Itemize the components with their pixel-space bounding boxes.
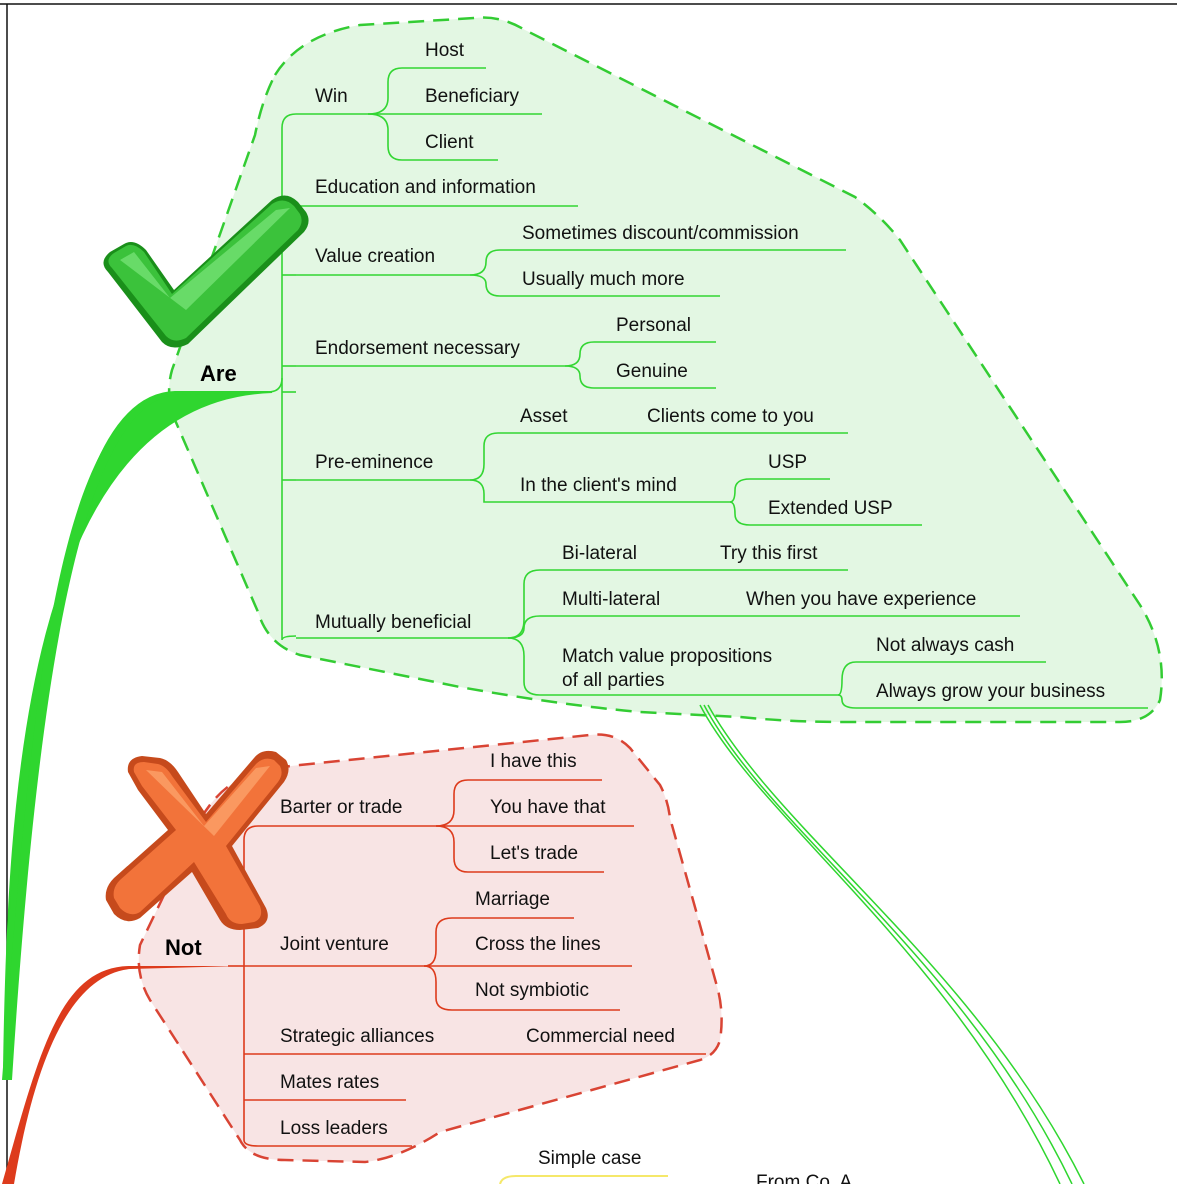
node-not-symbiotic: Not symbiotic	[475, 980, 589, 1001]
node-bilateral: Bi-lateral	[562, 543, 637, 564]
node-cross-lines: Cross the lines	[475, 934, 601, 955]
orange-cross-icon	[105, 750, 289, 930]
node-personal: Personal	[616, 315, 691, 336]
node-from-co-a: From Co. A	[756, 1172, 852, 1184]
node-have-this: I have this	[490, 751, 577, 772]
node-pre-eminence: Pre-eminence	[315, 452, 433, 473]
are-root-label: Are	[200, 361, 237, 386]
node-genuine: Genuine	[616, 361, 688, 382]
node-clients-come: Clients come to you	[647, 406, 814, 427]
node-commercial-need: Commercial need	[526, 1026, 675, 1047]
node-barter: Barter or trade	[280, 797, 403, 818]
node-win: Win	[315, 86, 348, 107]
not-boundary	[137, 733, 723, 1164]
are-main-branch-fill	[2, 392, 272, 1080]
node-not-cash: Not always cash	[876, 635, 1014, 656]
node-endorsement: Endorsement necessary	[315, 338, 520, 359]
node-multilateral: Multi-lateral	[562, 589, 660, 610]
node-mates-rates: Mates rates	[280, 1072, 379, 1093]
node-education: Education and information	[315, 177, 536, 198]
node-value-creation: Value creation	[315, 246, 435, 267]
not-root-label: Not	[165, 935, 202, 960]
green-checkmark-icon	[103, 195, 309, 348]
node-beneficiary: Beneficiary	[425, 86, 519, 107]
node-host: Host	[425, 40, 465, 61]
node-try-first: Try this first	[720, 543, 818, 564]
node-joint-venture: Joint venture	[280, 934, 389, 955]
node-marriage: Marriage	[475, 889, 550, 910]
node-discount: Sometimes discount/commission	[522, 223, 799, 244]
node-client: Client	[425, 132, 474, 153]
node-experience: When you have experience	[746, 589, 976, 610]
node-have-that: You have that	[490, 797, 606, 818]
node-asset: Asset	[520, 406, 568, 427]
node-extended-usp: Extended USP	[768, 498, 893, 519]
node-loss-leaders: Loss leaders	[280, 1118, 388, 1139]
node-lets-trade: Let's trade	[490, 843, 578, 864]
node-simple-case: Simple case	[538, 1148, 642, 1169]
are-to-bottom-connector-1	[699, 704, 1061, 1184]
node-usp: USP	[768, 452, 807, 473]
node-clients-mind: In the client's mind	[520, 475, 677, 496]
node-strategic: Strategic alliances	[280, 1026, 434, 1047]
are-to-bottom-connector-2	[703, 704, 1073, 1184]
are-to-bottom-connector-3	[707, 704, 1085, 1184]
node-much-more: Usually much more	[522, 269, 685, 290]
node-match-line1: Match value propositions	[562, 646, 772, 667]
not-main-branch	[2, 966, 240, 1184]
node-grow: Always grow your business	[876, 681, 1105, 702]
simple-case-underline	[499, 1175, 668, 1184]
not-tree-lines	[228, 779, 706, 1147]
node-match-line2: of all parties	[562, 670, 664, 691]
node-mutually-beneficial: Mutually beneficial	[315, 612, 471, 633]
